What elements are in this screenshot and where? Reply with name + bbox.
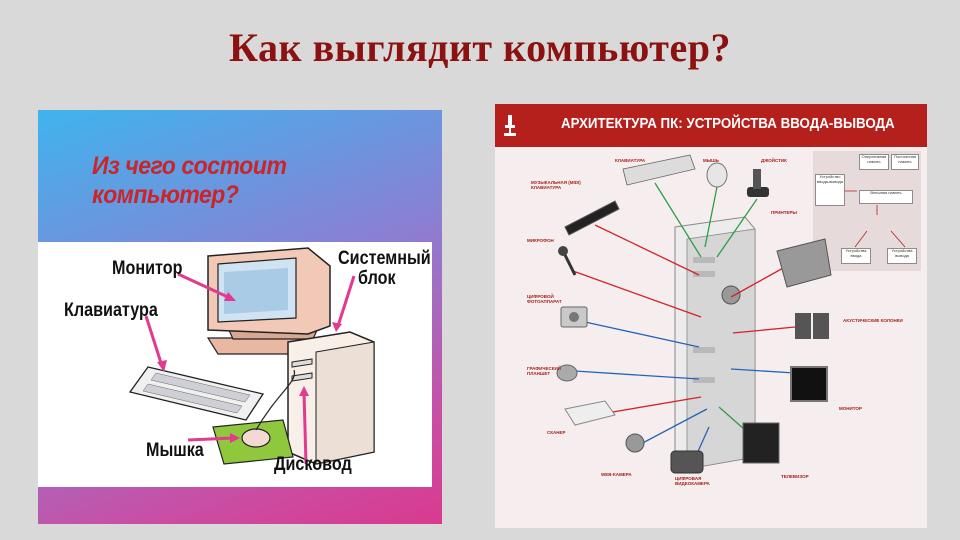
label-system-unit-line2: блок <box>358 268 396 290</box>
camera-caption: ЦИФРОВОЙ ФОТОАППАРАТ <box>527 294 587 304</box>
poster-title: АРХИТЕКТУРА ПК: УСТРОЙСТВА ВВОДА-ВЫВОДА <box>561 116 895 132</box>
poster-header: АРХИТЕКТУРА ПК: УСТРОЙСТВА ВВОДА-ВЫВОДА <box>495 104 927 147</box>
slide-title: Как выглядит компьютер? <box>0 24 960 71</box>
diagram-box-input: Устройства ввода <box>841 248 871 264</box>
tablet-caption: ГРАФИЧЕСКИЙ ПЛАНШЕТ <box>527 366 577 376</box>
label-keyboard: Клавиатура <box>64 300 158 322</box>
mouse-caption: МЫШЬ <box>703 158 719 163</box>
label-drive: Дисковод <box>274 454 352 476</box>
printer-caption: ПРИНТЕРЫ <box>771 210 797 215</box>
io-devices-poster: АРХИТЕКТУРА ПК: УСТРОЙСТВА ВВОДА-ВЫВОДА <box>495 104 927 528</box>
computer-parts-image: Из чего состоит компьютер? <box>38 110 442 524</box>
speakers-caption: АКУСТИЧЕСКИЕ КОЛОНКИ <box>843 318 903 323</box>
diagram-box-rom: Постоянная память <box>891 154 919 170</box>
label-system-unit-line1: Системный <box>338 248 431 270</box>
joystick-caption: ДЖОЙСТИК <box>761 158 787 163</box>
diagram-box-ram: Оперативная память <box>859 154 889 170</box>
microscope-icon <box>502 113 518 139</box>
diagram-box-output: Устройства вывода <box>887 248 917 264</box>
webcam-caption: WEB-КАМЕРА <box>601 472 632 477</box>
keyboard-caption: КЛАВИАТУРА <box>615 158 645 163</box>
diagram-box-ext-memory: Внешняя память <box>859 190 913 204</box>
left-image-heading: Из чего состоит компьютер? <box>92 152 414 210</box>
io-devices-illustration <box>495 147 927 528</box>
camcorder-caption: ЦИФРОВАЯ ВИДЕОКАМЕРА <box>675 476 729 486</box>
scanner-caption: СКАНЕР <box>547 430 566 435</box>
diagram-io-device: Устройство ввода-вывода <box>815 174 845 206</box>
monitor-caption: МОНИТОР <box>839 406 862 411</box>
tv-caption: ТЕЛЕВИЗОР <box>781 474 809 479</box>
label-mouse: Мышка <box>146 440 204 462</box>
synth-caption: МУЗЫКАЛЬНАЯ (MIDI) КЛАВИАТУРА <box>531 180 591 190</box>
microphone-caption: МИКРОФОН <box>527 238 554 243</box>
label-monitor: Монитор <box>112 258 182 280</box>
